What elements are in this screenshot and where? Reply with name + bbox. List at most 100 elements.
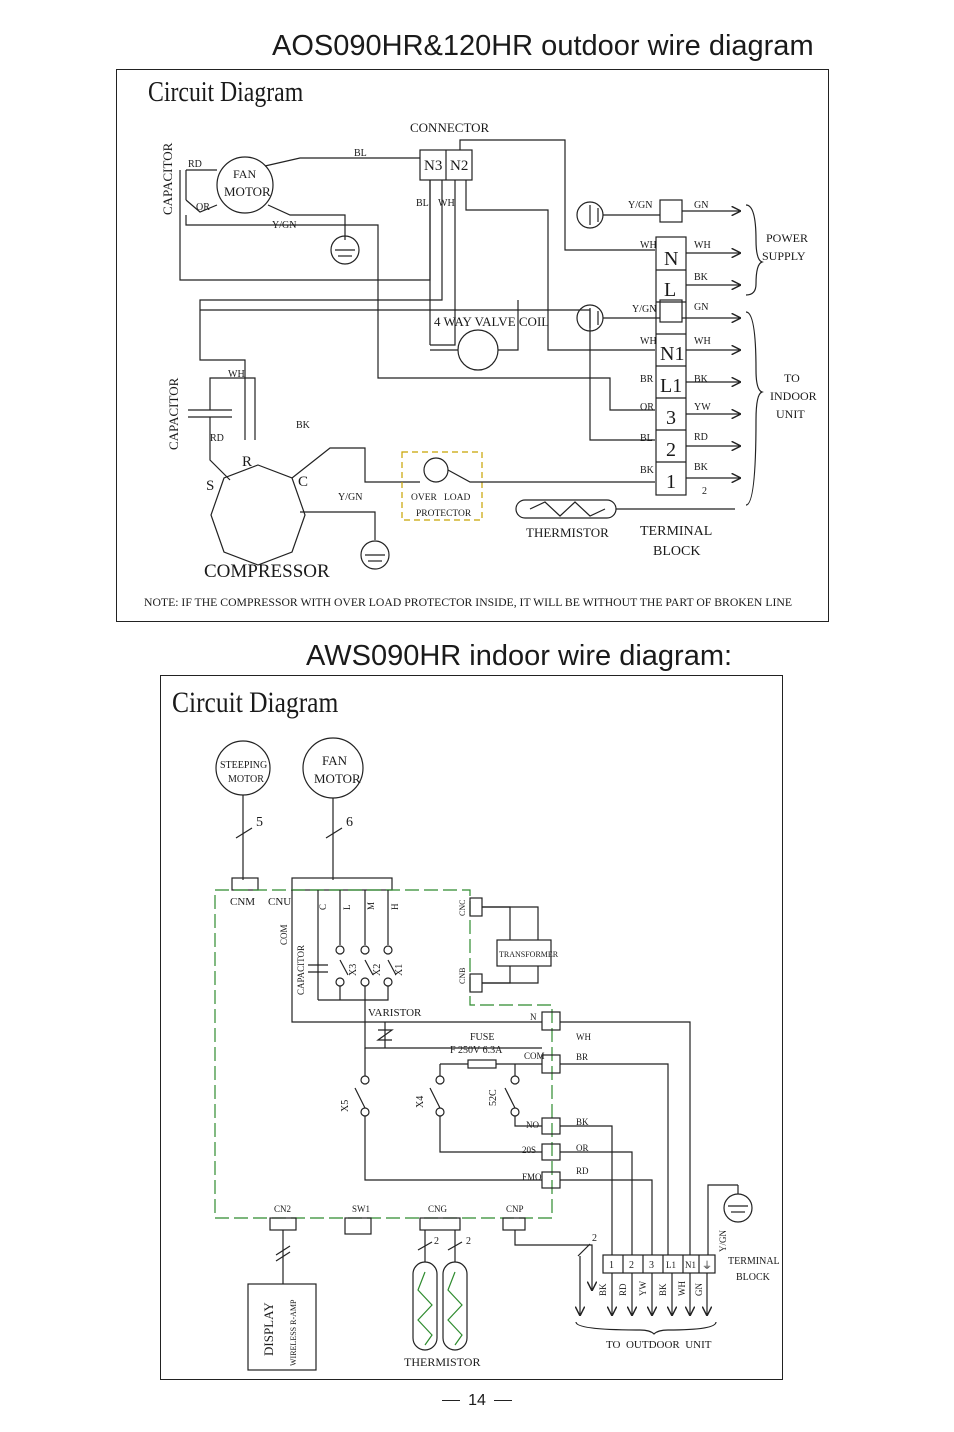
to-indoor-label-2: INDOOR bbox=[770, 389, 817, 403]
page-number-rule-left bbox=[441, 1400, 460, 1402]
capacitor-label-bottom: CAPACITOR bbox=[166, 377, 181, 450]
bottom-wire-yw: YW bbox=[638, 1281, 648, 1296]
relay-x5: X5 bbox=[340, 1100, 351, 1112]
indoor-fan-motor bbox=[302, 737, 364, 799]
wire-code-rd-cap: RD bbox=[210, 433, 224, 444]
wire-code-or: OR bbox=[576, 1143, 589, 1153]
bottom-wire-bk-2: BK bbox=[658, 1283, 668, 1296]
wire-code-ygn-ind: Y/GN bbox=[632, 304, 656, 315]
wire-code-br: BR bbox=[640, 374, 654, 385]
wire-code-gn-ps: GN bbox=[694, 200, 708, 211]
to-outdoor-unit-label: TO OUTDOOR UNIT bbox=[606, 1339, 712, 1351]
wire-code-bl-conn: BL bbox=[416, 198, 429, 209]
wire-code-wh-n-left: WH bbox=[640, 240, 657, 251]
terminal-block-label-1: TERMINAL bbox=[640, 524, 712, 539]
outdoor-diagram-frame bbox=[116, 69, 829, 622]
relay-x3: X3 bbox=[348, 964, 359, 976]
connector-cnp: CNP bbox=[506, 1204, 524, 1214]
relay-52c: 52C bbox=[488, 1089, 499, 1106]
wire-count-2: 2 bbox=[702, 486, 707, 497]
bottom-wire-gn: GN bbox=[694, 1283, 704, 1296]
overload-protector-box bbox=[401, 451, 483, 521]
wire-code-yw: YW bbox=[694, 402, 711, 413]
wire-count-5: 5 bbox=[256, 815, 263, 830]
com-label: COM bbox=[279, 924, 289, 945]
wire-code-wh-cap: WH bbox=[228, 369, 245, 380]
thermistor-label: THERMISTOR bbox=[526, 525, 609, 540]
power-supply-label-1: POWER bbox=[766, 231, 808, 245]
terminal-l1: L1 bbox=[660, 375, 682, 397]
indoor-terminal-block bbox=[602, 1254, 716, 1274]
wire-count-2-b: 2 bbox=[466, 1236, 471, 1247]
compressor-body bbox=[210, 464, 306, 566]
four-way-valve-coil bbox=[457, 329, 499, 371]
fan-tap-l: L bbox=[342, 905, 352, 911]
wire-code-or-fan: OR bbox=[196, 202, 210, 213]
fan-motor-label-1: FAN bbox=[233, 167, 256, 181]
terminal-2: 2 bbox=[666, 439, 676, 461]
page-number: 14 bbox=[0, 1392, 954, 1410]
board-terminal-n: N bbox=[530, 1012, 537, 1022]
wire-code-ygn: Y/GN bbox=[718, 1230, 728, 1252]
wire-code-wh-conn: WH bbox=[438, 198, 455, 209]
transformer bbox=[496, 939, 552, 967]
connector-label: CONNECTOR bbox=[410, 120, 490, 135]
terminal-n1: N1 bbox=[660, 343, 684, 365]
indoor-thermistor-label: THERMISTOR bbox=[404, 1355, 480, 1369]
transformer-label: TRANSFORMER bbox=[499, 950, 559, 959]
indoor-terminal-2: 2 bbox=[629, 1260, 634, 1271]
wire-code-bl-top: BL bbox=[354, 148, 367, 159]
power-supply-label-2: SUPPLY bbox=[762, 249, 806, 263]
wire-code-br: BR bbox=[576, 1052, 588, 1062]
display-board bbox=[247, 1283, 317, 1371]
page-number-rule-right bbox=[494, 1400, 513, 1402]
outdoor-diagram-heading: AOS090HR&120HR outdoor wire diagram bbox=[272, 30, 814, 62]
capacitor-label-top: CAPACITOR bbox=[160, 142, 175, 215]
wire-count-2-a: 2 bbox=[434, 1236, 439, 1247]
four-way-valve-label: 4 WAY VALVE COIL bbox=[434, 314, 549, 329]
outdoor-labels: Circuit Diagram CONNECTOR N3 N2 FAN MOTO… bbox=[144, 76, 817, 609]
terminal-3: 3 bbox=[666, 407, 676, 429]
wire-code-bk-1-left: BK bbox=[640, 465, 655, 476]
terminal-block-label-2: BLOCK bbox=[653, 544, 700, 559]
bottom-wire-rd: RD bbox=[618, 1283, 628, 1296]
outdoor-title: Circuit Diagram bbox=[148, 76, 303, 107]
indoor-circuit bbox=[214, 737, 753, 1371]
relay-x4: X4 bbox=[415, 1096, 426, 1108]
wire-code-rd-fan: RD bbox=[188, 159, 202, 170]
wire-code-bk: BK bbox=[576, 1117, 589, 1127]
wire-count-6: 6 bbox=[346, 815, 353, 830]
bottom-wire-bk-1: BK bbox=[598, 1283, 608, 1296]
connector-cng: CNG bbox=[428, 1204, 448, 1214]
terminal-l: L bbox=[664, 279, 676, 301]
compressor-terminal-r: R bbox=[242, 454, 252, 470]
stepping-motor-label-1: STEEPING bbox=[220, 760, 267, 771]
wire-code-or-3: OR bbox=[640, 402, 654, 413]
connector-pin-n3: N3 bbox=[424, 158, 442, 174]
wire-code-bk-l: BK bbox=[694, 272, 709, 283]
wire-code-ygn-fan: Y/GN bbox=[272, 220, 296, 231]
board-terminal-no: NO bbox=[526, 1120, 539, 1130]
fan-tap-m: M bbox=[366, 902, 376, 910]
connector-cnb: CNB bbox=[458, 968, 467, 984]
to-indoor-label-3: UNIT bbox=[776, 407, 805, 421]
outdoor-note: NOTE: IF THE COMPRESSOR WITH OVER LOAD P… bbox=[144, 597, 792, 609]
outdoor-circuit bbox=[179, 139, 764, 570]
wire-code-wh-n-right: WH bbox=[694, 240, 711, 251]
relay-x2: X2 bbox=[372, 964, 383, 976]
indoor-labels: Circuit Diagram STEEPING MOTOR FAN MOTOR… bbox=[172, 686, 780, 1369]
indoor-thermistor-1 bbox=[412, 1261, 438, 1351]
wire-code-ygn-comp: Y/GN bbox=[338, 492, 362, 503]
connector-cnu: CNU bbox=[268, 896, 291, 908]
connector-cnm: CNM bbox=[230, 896, 255, 908]
connector-cn2: CN2 bbox=[274, 1204, 291, 1214]
outdoor-fan-motor bbox=[216, 156, 274, 214]
wire-code-bk-l1: BK bbox=[694, 374, 709, 385]
connector-pin-n2: N2 bbox=[450, 158, 468, 174]
overload-label-2: PROTECTOR bbox=[416, 509, 472, 519]
indoor-terminal-block-label-2: BLOCK bbox=[736, 1272, 771, 1283]
wire-code-bl-2: BL bbox=[640, 433, 653, 444]
page-number-value: 14 bbox=[468, 1392, 486, 1409]
fan-tap-c: C bbox=[318, 904, 328, 910]
